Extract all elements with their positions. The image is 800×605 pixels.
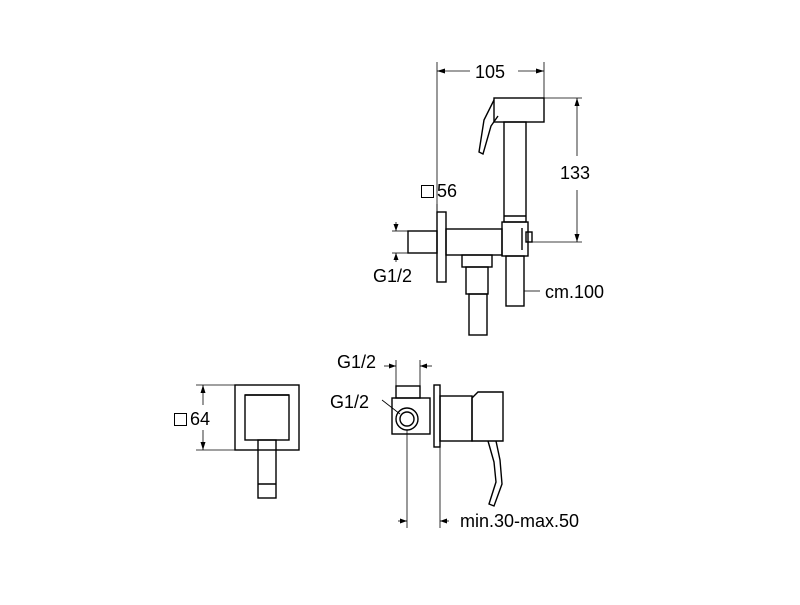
- hand-shower-assembly: [407, 97, 545, 336]
- dimension-lines-64: [196, 384, 235, 451]
- holder-connector: [501, 221, 529, 257]
- shower-handle: [503, 121, 527, 223]
- holder-arm: [445, 228, 503, 256]
- valve-side-inlet: [395, 407, 419, 431]
- dimension-56-value: 56: [437, 181, 458, 201]
- valve-lever-head: [471, 391, 504, 442]
- dimension-64-value: 64: [190, 409, 211, 429]
- dimension-56-label: 56: [421, 181, 457, 201]
- dimension-64-label: 64: [174, 409, 210, 429]
- valve-handle-body: [439, 395, 473, 442]
- dimension-lines-side: [381, 360, 449, 528]
- inlet-pipe: [407, 230, 438, 254]
- front-plate-inner: [244, 394, 290, 441]
- dimension-105-label: 105: [475, 62, 506, 82]
- dimension-133-label: 133: [560, 163, 591, 183]
- shower-hose: [505, 255, 525, 307]
- depth-range-label: min.30-max.50: [460, 511, 580, 531]
- square-symbol-icon: [174, 413, 187, 426]
- shower-head: [493, 97, 545, 123]
- wall-plate-top: [436, 211, 447, 283]
- dimension-lines-top: [392, 62, 582, 292]
- side-view-valve: [391, 384, 504, 507]
- valve-top-inlet: [395, 385, 421, 399]
- front-view-plate: [234, 384, 300, 499]
- thread-g12-valve-side-label: G1/2: [330, 392, 370, 412]
- hose-outlet: [461, 254, 493, 268]
- thread-g12-valve-top-label: G1/2: [337, 352, 377, 372]
- front-hose: [257, 439, 277, 499]
- shower-lever: [478, 99, 499, 156]
- thread-g12-top-label: G1/2: [373, 266, 413, 286]
- hose-length-label: cm.100: [545, 282, 605, 302]
- wall-plate-side: [433, 384, 441, 448]
- outlet-tube: [468, 293, 488, 336]
- valve-body: [391, 397, 431, 435]
- square-symbol-icon: [421, 185, 434, 198]
- valve-lever: [487, 440, 503, 507]
- front-plate-outer: [234, 384, 300, 451]
